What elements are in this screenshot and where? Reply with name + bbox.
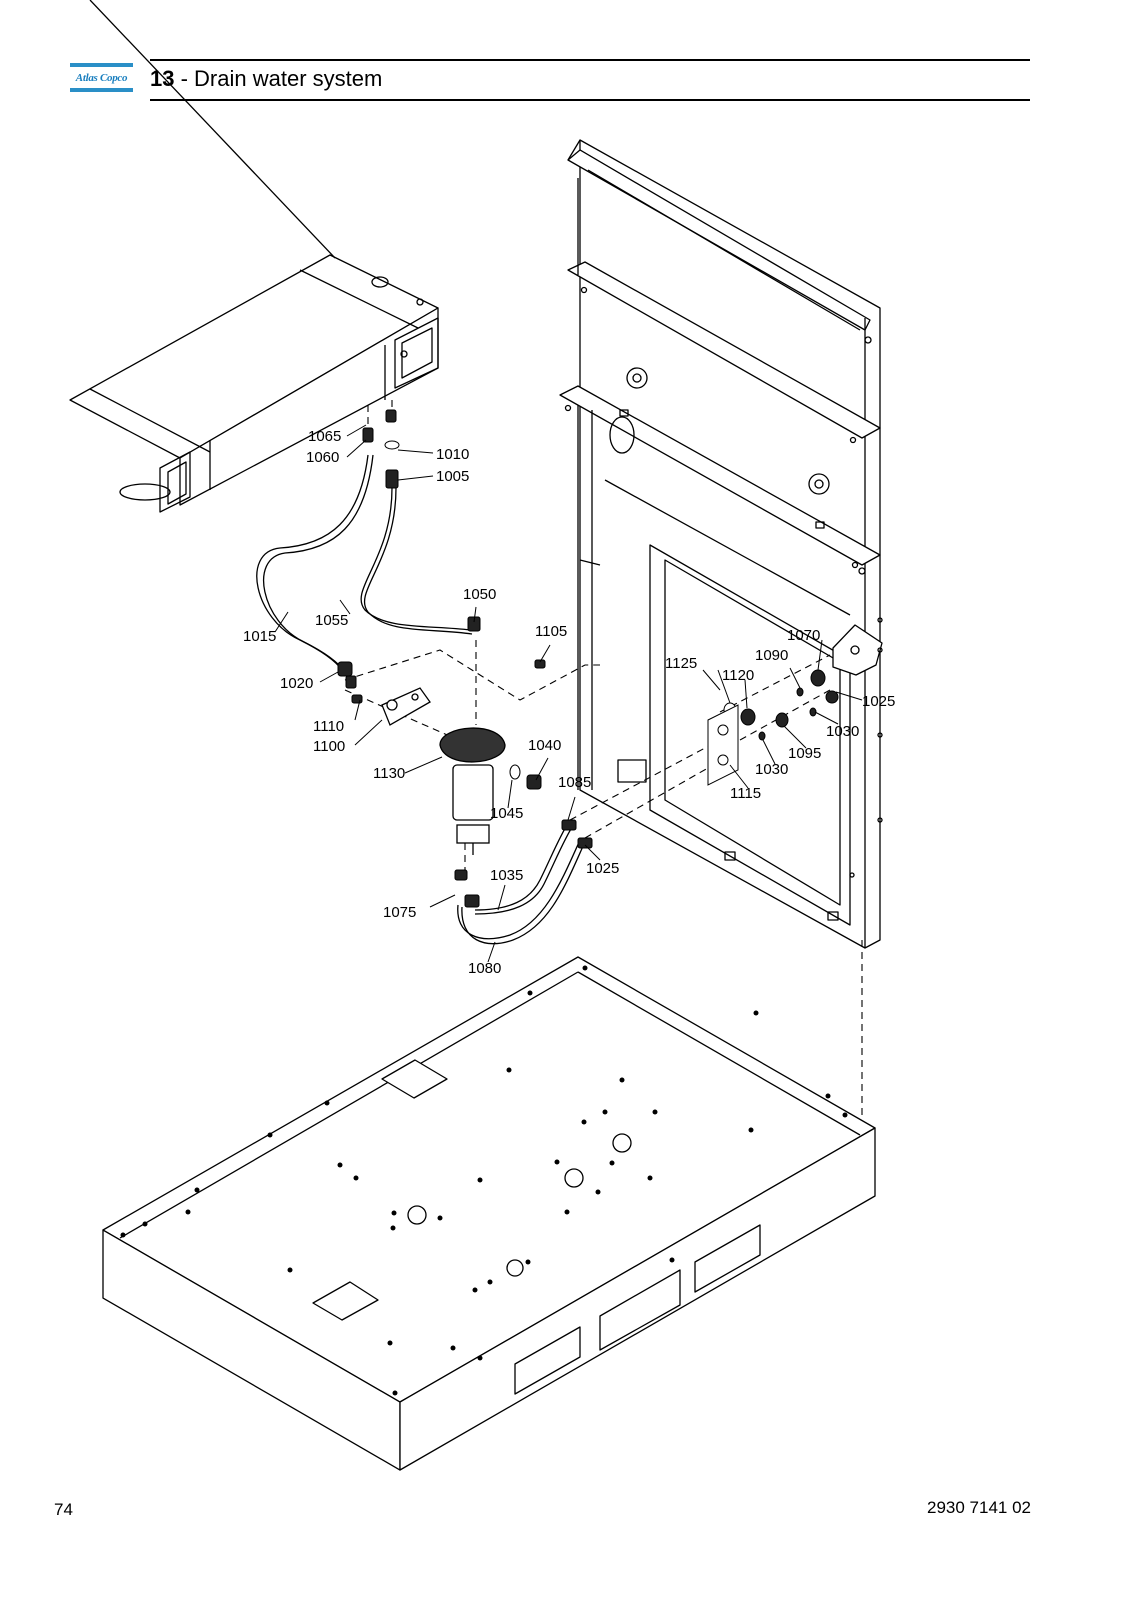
callout-1065: 1065 <box>308 428 341 445</box>
callout-1030-left: 1030 <box>755 761 788 778</box>
callout-1075: 1075 <box>383 904 416 921</box>
fittings <box>337 409 839 908</box>
callout-1100: 1100 <box>313 738 345 755</box>
callout-1055: 1055 <box>315 612 348 629</box>
callout-1045: 1045 <box>490 805 523 822</box>
base-plate <box>102 956 876 1471</box>
callout-1080: 1080 <box>468 960 501 977</box>
logo-stripe-top <box>70 63 133 67</box>
atlas-copco-logo: Atlas Copco <box>70 63 133 93</box>
callout-1025-upper: 1025 <box>862 693 895 710</box>
hose-1055 <box>360 487 471 631</box>
hose-1035 <box>474 819 571 911</box>
header-rule-bottom <box>150 99 1030 101</box>
hose-1015-edge <box>262 454 374 673</box>
drain-duct-assembly <box>69 0 439 513</box>
callout-1015: 1015 <box>243 628 276 645</box>
title-separator: - <box>174 66 195 91</box>
leader-lines <box>274 424 863 963</box>
callout-1035: 1035 <box>490 867 523 884</box>
callout-1005: 1005 <box>436 468 469 485</box>
section-title: Drain water system <box>194 66 383 91</box>
vertical-frame-panel <box>559 139 883 949</box>
callout-1115: 1115 <box>730 785 761 802</box>
logo-stripe-bottom <box>70 88 133 92</box>
callout-1085: 1085 <box>558 774 591 791</box>
callout-1030-right: 1030 <box>826 723 859 740</box>
document-number: 2930 7141 02 <box>927 1498 1031 1517</box>
hose-1055-edge <box>363 487 473 635</box>
callout-1040: 1040 <box>528 737 561 754</box>
hose-1080-edge <box>461 843 585 945</box>
callout-labels: 1065 1060 1010 1005 1050 1055 1015 1020 … <box>243 428 895 977</box>
callout-1020: 1020 <box>280 675 313 692</box>
hose-1080 <box>457 839 581 940</box>
callout-1050: 1050 <box>463 586 496 603</box>
hoses <box>256 454 585 945</box>
callout-1120: 1120 <box>722 667 754 684</box>
callout-1105: 1105 <box>535 623 567 640</box>
callout-1010: 1010 <box>436 446 469 463</box>
callout-1110: 1110 <box>313 718 344 735</box>
filter-1130 <box>381 687 506 855</box>
callout-1060: 1060 <box>306 449 339 466</box>
section-number: 13 <box>150 66 175 91</box>
base-plate-holes <box>120 965 848 1396</box>
callout-1070: 1070 <box>787 627 820 644</box>
hose-1035-edge <box>474 823 575 915</box>
page-title: 13 - Drain water system <box>150 66 382 92</box>
callout-1130: 1130 <box>373 765 405 782</box>
header-rule-top <box>150 59 1030 61</box>
logo-wordmark: Atlas Copco <box>75 72 128 84</box>
callout-1095: 1095 <box>788 745 821 762</box>
callout-1025-lower: 1025 <box>586 860 619 877</box>
callout-1090: 1090 <box>755 647 788 664</box>
callout-1125: 1125 <box>665 655 697 672</box>
page-number: 74 <box>54 1500 73 1519</box>
